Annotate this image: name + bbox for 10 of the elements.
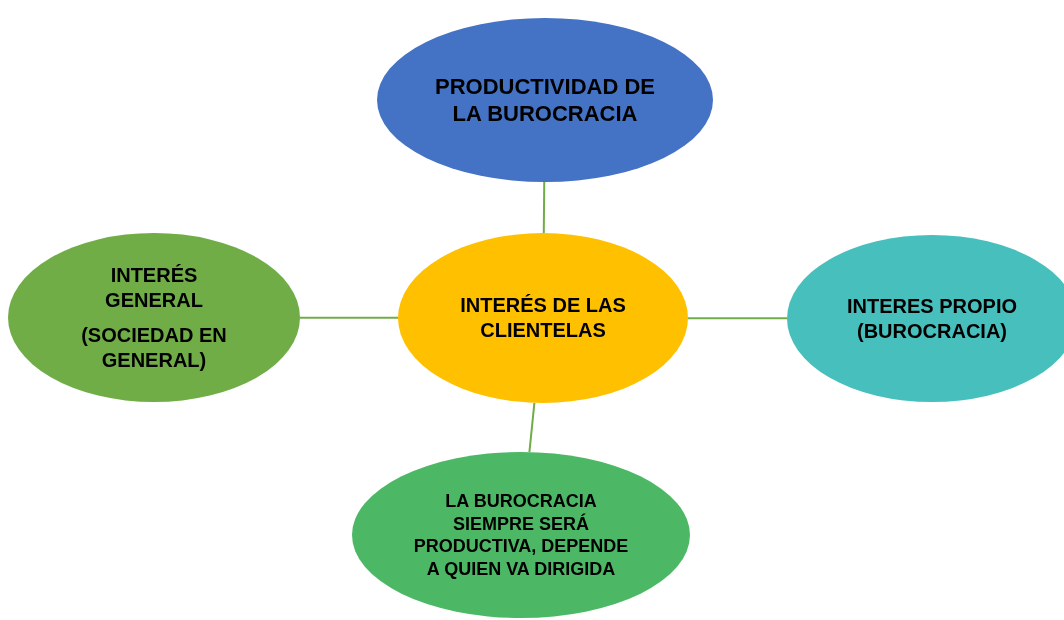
connector-line [528,401,536,454]
node-label: LA BUROCRACIA SIEMPRE SERÁ PRODUCTIVA, DEPENDE A QUIEN VA DIRIGIDA [412,490,630,580]
connector-line [299,316,399,319]
node-label: INTERES PROPIO (BUROCRACIA) [846,293,1018,344]
node-label: INTERÉS GENERAL [104,262,204,313]
node-label: PRODUCTIVIDAD DE LA BUROCRACIA [434,72,656,128]
node-label: (SOCIEDAD EN GENERAL) [80,322,228,373]
node-label: INTERÉS DE LAS CLIENTELAS [459,293,627,343]
connector-line [687,317,788,320]
connector-line [542,181,546,234]
